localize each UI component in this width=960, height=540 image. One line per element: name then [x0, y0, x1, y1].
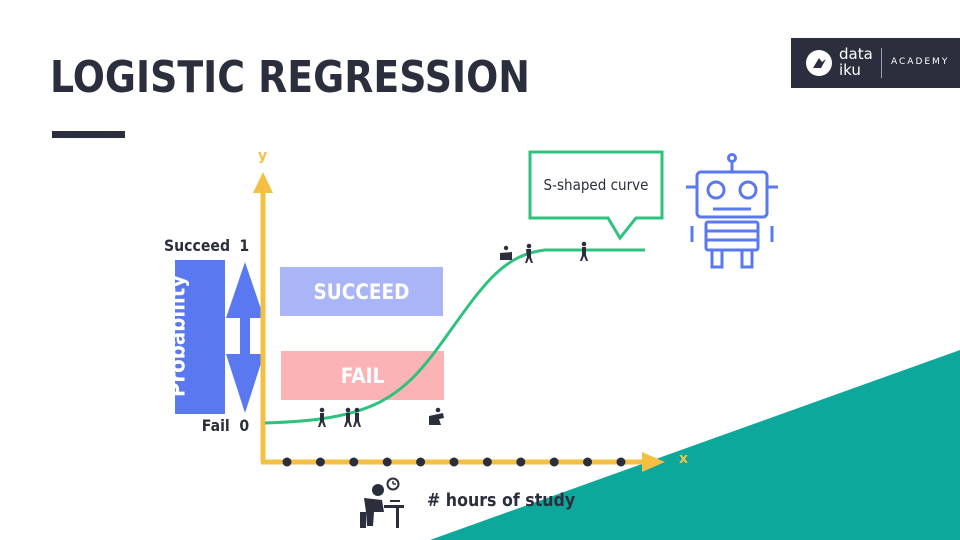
double-arrow-icon	[226, 262, 264, 413]
callout-text: S-shaped curve	[543, 176, 649, 194]
student-reading-icon	[500, 245, 512, 260]
fail-value-label: 0	[239, 416, 250, 435]
x-axis-dot	[416, 457, 426, 467]
succeed-side-label: Succeed	[163, 236, 230, 255]
callout-bubble	[528, 150, 664, 241]
brand-logo: data iku ACADEMY	[791, 38, 960, 88]
person-group-icon	[344, 407, 361, 427]
student-reading-icon	[429, 407, 444, 425]
x-axis-dot	[583, 457, 593, 467]
x-axis-dot	[516, 457, 526, 467]
x-axis-dots	[282, 457, 626, 467]
page-title: LOGISTIC REGRESSION	[50, 52, 530, 103]
probability-bar	[175, 260, 225, 414]
x-axis-dot	[616, 457, 626, 467]
y-axis	[253, 172, 273, 462]
x-axis-dot	[349, 457, 359, 467]
person-walking-icon	[318, 407, 326, 427]
x-caption: # hours of study	[427, 490, 576, 511]
succeed-value-label: 1	[239, 236, 250, 255]
x-axis-dot	[549, 457, 559, 467]
x-axis-dot	[482, 457, 492, 467]
fail-side-label: Fail	[202, 416, 230, 435]
person-walking-icon	[580, 241, 588, 261]
x-axis-dot	[382, 457, 392, 467]
title-underline	[52, 131, 125, 138]
s-curve	[264, 248, 645, 425]
fail-box-label: FAIL	[340, 364, 385, 388]
probability-label: Probability	[165, 274, 191, 398]
succeed-box	[280, 267, 443, 316]
brand-name: data iku	[839, 45, 873, 79]
robot-icon	[686, 153, 778, 269]
y-axis-label: y	[258, 148, 268, 164]
person-walking-icon	[525, 243, 533, 263]
bird-icon	[806, 50, 832, 76]
brand-product: ACADEMY	[891, 57, 950, 67]
x-axis-dot	[282, 457, 292, 467]
x-axis-label: x	[679, 451, 689, 467]
x-axis-dot	[315, 457, 325, 467]
succeed-box-label: SUCCEED	[313, 280, 410, 304]
clock-icon	[386, 477, 400, 491]
x-axis-dot	[449, 457, 459, 467]
logo-separator	[881, 48, 882, 78]
student-desk-icon	[360, 484, 404, 528]
